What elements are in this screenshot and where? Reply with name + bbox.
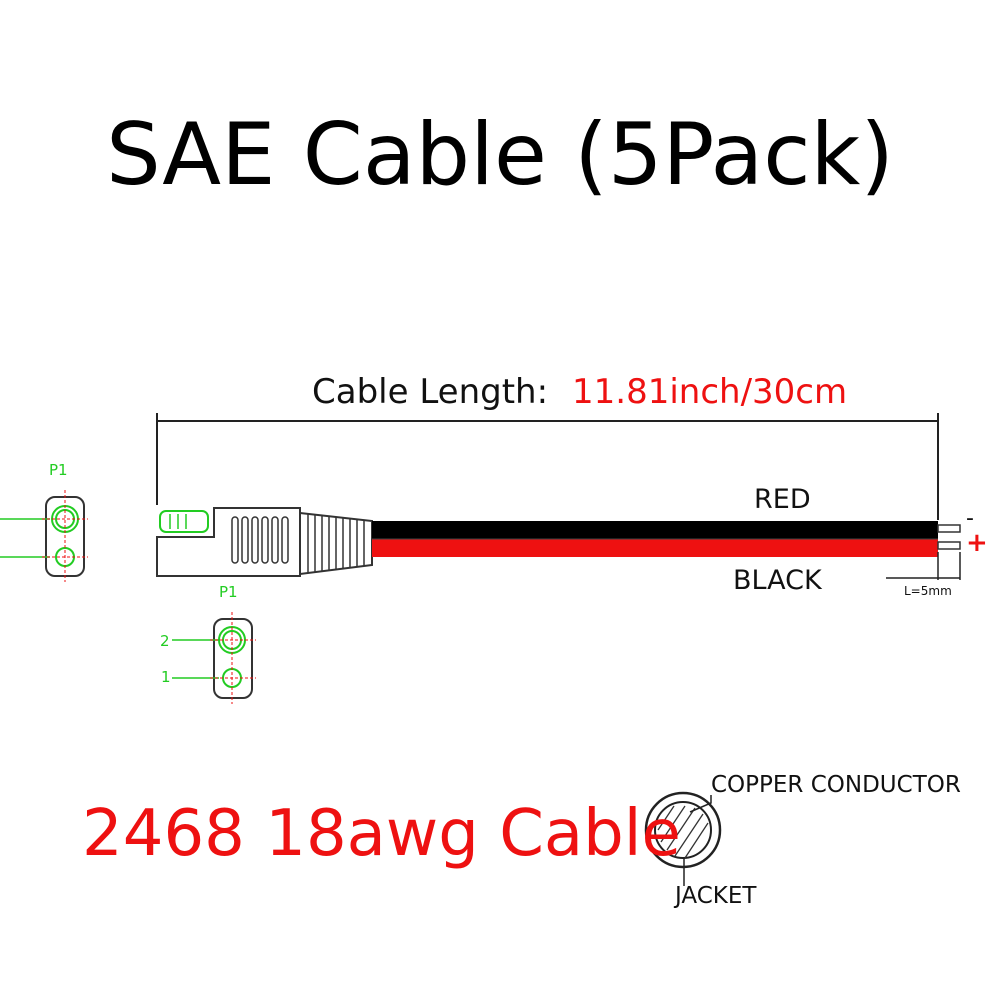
- pinout-view-a: [0, 490, 88, 582]
- pinout-label-a: P1: [49, 461, 68, 479]
- copper-conductor-label: COPPER CONDUCTOR: [711, 772, 961, 798]
- cable-cross-section: [644, 791, 722, 886]
- length-dimension-line: [156, 413, 939, 520]
- black-wire: [372, 521, 938, 539]
- red-wire: [372, 539, 938, 557]
- strip-length-label: L=5mm: [904, 584, 952, 598]
- pinout-label-b: P1: [219, 583, 238, 601]
- black-wire-label: BLACK: [733, 565, 822, 596]
- sae-connector: [156, 507, 301, 577]
- negative-terminal-sign: -: [966, 506, 974, 531]
- cable-length-value: 11.81inch/30cm: [572, 372, 848, 412]
- jacket-label: JACKET: [675, 883, 757, 909]
- pin-2-label: 2: [160, 632, 170, 650]
- cable-spec: 2468 18awg Cable: [82, 797, 681, 871]
- strip-length-dimension: [886, 552, 961, 580]
- cable-length-label: Cable Length:: [312, 372, 549, 412]
- positive-terminal-sign: +: [966, 528, 988, 558]
- red-wire-label: RED: [754, 484, 811, 515]
- page-title: SAE Cable (5Pack): [106, 105, 894, 205]
- pinout-view-b: [172, 612, 256, 704]
- stripped-wire-ends: [937, 524, 961, 550]
- pin-1-label: 1: [161, 668, 171, 686]
- strain-relief: [299, 511, 373, 576]
